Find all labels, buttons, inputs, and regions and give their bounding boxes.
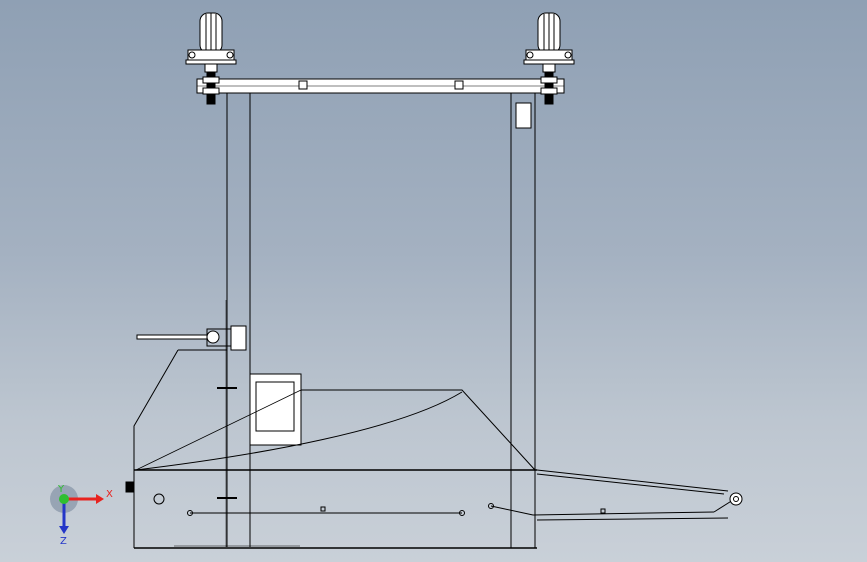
left-trolley-wheel [185, 12, 237, 105]
base-frame [125, 469, 537, 549]
y-axis-label: Y [57, 484, 65, 495]
left-vertical-post [225, 93, 251, 547]
z-axis-label: Z [60, 536, 67, 546]
right-trolley-wheel [523, 12, 575, 105]
right-vertical-post [510, 93, 536, 548]
discharge-conveyor [490, 469, 743, 521]
x-axis-label: X [106, 489, 113, 500]
hopper-body [133, 349, 536, 548]
top-crossbeam [196, 78, 565, 94]
coordinate-triad: X Y Z [50, 484, 113, 546]
clamp-handle [136, 325, 247, 351]
